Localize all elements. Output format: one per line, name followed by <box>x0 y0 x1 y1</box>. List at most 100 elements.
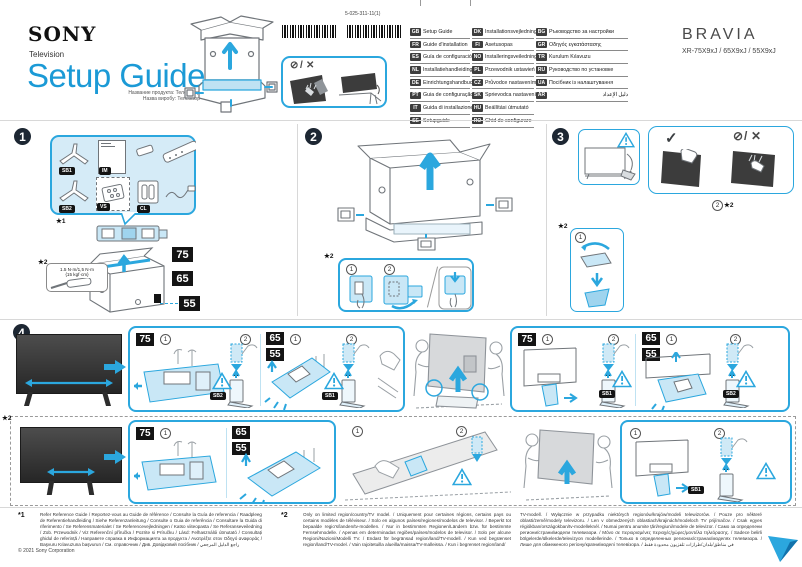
star2-marker: ★2 <box>724 202 734 209</box>
circled-1: 1 <box>666 334 677 345</box>
width-arrow-icon <box>47 468 95 476</box>
circled-1: 1 <box>575 232 586 243</box>
manual-icon <box>98 140 126 174</box>
hand-slide-icon <box>377 350 401 399</box>
arrow-right-icon <box>104 360 126 374</box>
sony-logo: SONY <box>28 22 97 46</box>
size-75-badge: 75 <box>518 333 536 346</box>
clip-push-down-icon <box>438 266 472 310</box>
part-label-sb1: SB1 <box>322 392 338 400</box>
part-label-sb2: SB2 <box>723 390 739 398</box>
copyright: © 2021 Sony Corporation <box>18 548 75 554</box>
step-1-number: 1 <box>14 128 31 145</box>
foam-remove-bubble: 1 <box>570 228 624 312</box>
part-label-sb1: SB1 <box>688 486 704 494</box>
part-label-im: IM <box>99 167 111 175</box>
hold-frame-icon <box>661 149 701 187</box>
divider <box>426 266 439 308</box>
part-label-sb1: SB1 <box>599 390 615 398</box>
barcode-2 <box>347 25 401 38</box>
no-press-screen-icon <box>290 75 328 104</box>
language-item: ROGhid de configurare <box>472 115 534 128</box>
circled-1: 1 <box>630 428 641 439</box>
warning-triangle-icon <box>612 370 632 388</box>
lang-code-badge: SK <box>472 91 483 100</box>
raise-tv-illustration <box>413 333 505 409</box>
stand-attach-panel-75-6555-b: 75 1 2 SB1 65 55 1 <box>510 326 790 412</box>
size-55-badge: 55 <box>179 296 200 311</box>
product-type: Television <box>29 50 65 59</box>
divider <box>0 507 802 508</box>
divider <box>297 124 298 316</box>
divider <box>635 334 636 406</box>
divider <box>260 334 261 406</box>
remote-icon <box>162 140 196 163</box>
page-title: Setup Guide <box>27 57 205 94</box>
circled-1: 1 <box>160 334 171 345</box>
divider <box>0 120 802 121</box>
circled-2: 2 <box>384 264 395 275</box>
lang-code-badge: GB <box>410 28 421 36</box>
bravia-logo: BRAVIA <box>682 26 758 43</box>
step-3-number: 3 <box>552 128 569 145</box>
warning-triangle-icon <box>452 468 472 486</box>
insert-leg-icon <box>635 439 690 497</box>
circled-2: 2 <box>240 334 251 345</box>
clip-remove-icon <box>383 275 423 310</box>
check-icon: ✓ <box>665 130 678 147</box>
lang-code-badge: CZ <box>472 78 483 87</box>
trim-mark <box>420 0 421 6</box>
circled-2: 2 <box>714 428 725 439</box>
foam-stand-75-icon <box>134 349 225 403</box>
trim-mark <box>470 0 471 6</box>
region-variant-box <box>10 416 796 506</box>
torque-note: 1.5 N·m/1,5 N·m {15 kgf·cm} <box>46 263 108 292</box>
lang-code-badge: FR <box>410 40 421 49</box>
size-75-badge: 75 <box>172 247 193 262</box>
warning-triangle-icon <box>324 372 344 390</box>
lang-code-badge: RU <box>536 66 547 74</box>
tv-leg <box>101 392 112 406</box>
footnote-1-marker: *1 <box>18 512 25 519</box>
stand-attach-panel-75-6555-a: 75 1 2 SB2 65 55 1 <box>128 326 405 412</box>
circled-2: 2 <box>712 200 723 211</box>
circled-2: 2 <box>456 426 467 437</box>
size-65-badge: 65 <box>642 332 660 345</box>
warning-triangle-icon <box>756 462 776 480</box>
circled-1: 1 <box>352 426 363 437</box>
star2-marker: ★2 <box>324 253 334 260</box>
no-edge-placement-icon <box>338 73 382 105</box>
lang-code-badge: BG <box>536 28 547 36</box>
lang-code-badge: ES <box>410 53 421 61</box>
stand-attach-panel-variant-b: 1 2 SB1 <box>620 420 792 504</box>
step-2-number: 2 <box>305 128 322 145</box>
warning-triangle-icon <box>736 370 756 388</box>
raise-tv-illustration <box>523 429 613 501</box>
divider <box>546 124 547 316</box>
small-part-icon <box>136 144 154 157</box>
lang-code-badge: NO <box>472 53 483 61</box>
lang-code-badge: PT <box>410 91 421 100</box>
size-65-badge: 65 <box>232 426 250 439</box>
cross-icon: ✕ <box>306 60 315 71</box>
warning-triangle-icon <box>617 132 635 148</box>
star2-marker: ★2 <box>558 223 568 230</box>
lang-code-badge: HU <box>472 104 483 112</box>
ac-cord-icon <box>165 185 196 199</box>
press-arrow-icon <box>471 436 483 462</box>
